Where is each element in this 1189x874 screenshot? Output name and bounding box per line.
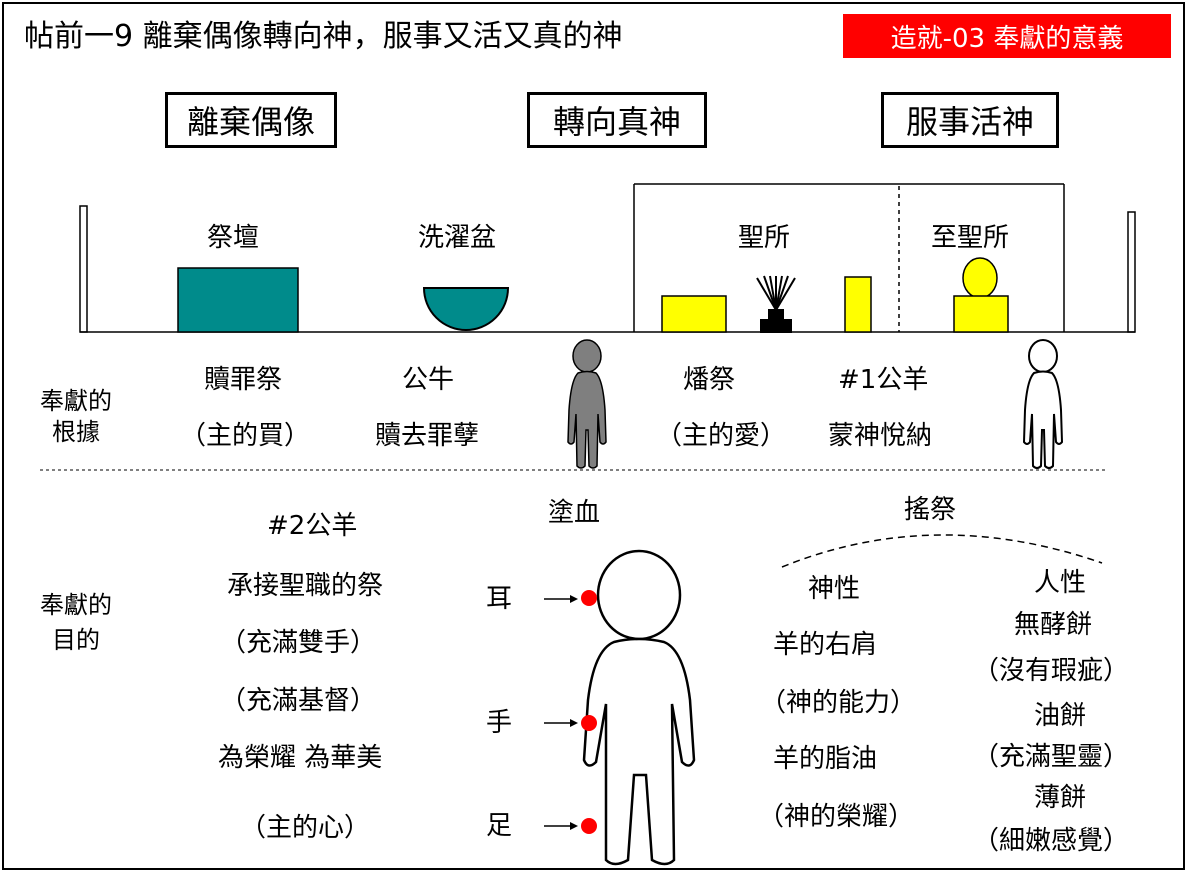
human-line-6: （細嫩感覺） xyxy=(973,826,1130,856)
human-line-4: （充滿聖靈） xyxy=(973,742,1130,772)
header-box-serve-living-god: 服事活神 xyxy=(881,92,1059,148)
page-title: 帖前一9 離棄偶像轉向神，服事又活又真的神 xyxy=(24,19,623,54)
ram2-line-5: （主的心） xyxy=(240,813,371,843)
burnt-offering-label: 燔祭 xyxy=(683,365,736,395)
altar-shape xyxy=(177,267,299,333)
divine-line-1: 羊的右肩 xyxy=(773,630,878,660)
ram1-note: 蒙神悅納 xyxy=(828,421,933,451)
ram2-line-1: 承接聖職的祭 xyxy=(227,571,384,601)
lampstand-icon xyxy=(756,275,796,333)
laver-shape xyxy=(422,287,510,331)
most-holy-place-label: 至聖所 xyxy=(931,223,1010,253)
big-person-icon xyxy=(582,549,696,866)
ark-shape xyxy=(953,295,1009,333)
human-line-2: （沒有瑕疵） xyxy=(973,656,1130,686)
blood-markers xyxy=(544,590,597,834)
ram2-line-2: （充滿雙手） xyxy=(220,628,377,658)
blood-label: 塗血 xyxy=(548,498,601,528)
human-line-3: 油餅 xyxy=(1034,701,1087,731)
header-box-turn-to-god: 轉向真神 xyxy=(527,92,707,148)
human-line-1: 無酵餅 xyxy=(1014,610,1093,640)
altar-label: 祭壇 xyxy=(207,223,260,253)
bull-note: 贖去罪孽 xyxy=(375,421,480,451)
white-person-icon xyxy=(1022,339,1064,469)
sin-offering-label: 贖罪祭 xyxy=(204,365,283,395)
divine-label: 神性 xyxy=(808,574,861,604)
laver-label: 洗濯盆 xyxy=(418,223,497,253)
header-box-leave-idols: 離棄偶像 xyxy=(165,92,337,148)
ram2-line-3: （充滿基督） xyxy=(220,686,377,716)
wave-arc xyxy=(781,534,1103,568)
divine-line-2: （神的能力） xyxy=(760,688,917,718)
divine-line-4: （神的榮耀） xyxy=(758,802,915,832)
burnt-offering-note: （主的愛） xyxy=(656,421,787,451)
incense-altar-shape xyxy=(844,276,872,333)
human-line-5: 薄餅 xyxy=(1034,783,1087,813)
foot-label: 足 xyxy=(486,811,513,841)
divine-line-3: 羊的脂油 xyxy=(773,744,878,774)
purpose-row-label-2: 目的 xyxy=(52,626,100,654)
gray-person-icon xyxy=(567,339,607,469)
bull-label: 公牛 xyxy=(402,365,455,395)
ear-label: 耳 xyxy=(486,584,513,614)
lesson-badge: 造就-03 奉獻的意義 xyxy=(843,14,1171,58)
ark-cover-shape xyxy=(962,257,998,299)
table-shape xyxy=(661,295,727,333)
basis-row-label-2: 根據 xyxy=(52,418,100,446)
ram1-label: #1公羊 xyxy=(838,365,929,395)
sin-offering-note: （主的買） xyxy=(180,421,311,451)
human-label: 人性 xyxy=(1034,568,1087,598)
ram2-label: #2公羊 xyxy=(267,511,358,541)
basis-row-label-1: 奉獻的 xyxy=(40,387,112,415)
hand-label: 手 xyxy=(486,708,513,738)
holy-place-label: 聖所 xyxy=(738,223,791,253)
wave-label: 搖祭 xyxy=(904,495,957,525)
purpose-row-label-1: 奉獻的 xyxy=(40,591,112,619)
ram2-line-4: 為榮耀 為華美 xyxy=(218,743,383,773)
